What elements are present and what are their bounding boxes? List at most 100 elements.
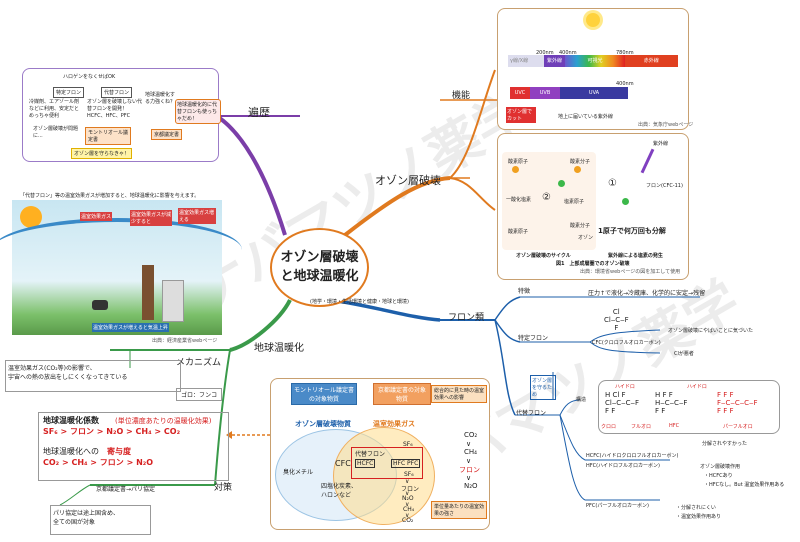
montreal-title: モントリオール議定書の対象物質 — [291, 383, 357, 405]
cfc-venn: CFC — [335, 459, 351, 468]
ladder-l-5: ∨ — [405, 501, 410, 508]
warming-question: 地球温暖化する力強くね？ — [145, 92, 176, 105]
hcfc-note: 分解されやすかった — [702, 441, 748, 447]
warming-illustration: 温室効果ガス 温室効果ガスが減少すると 温室効果ガス増える 温室効果ガスが増える… — [0, 200, 242, 335]
contrib-eq: CO₂ > CH₄ > フロン > N₂O — [43, 458, 154, 467]
bar-ir: 赤外線 — [624, 55, 678, 67]
structure-label: 構造 — [576, 397, 587, 403]
sf6-venn: SF₆ — [403, 441, 413, 448]
ghg-circle — [333, 427, 435, 525]
oxygen-icon — [512, 166, 519, 173]
ladder-l-4: N₂O — [402, 495, 414, 502]
paris-note2: 全ての国が対象 — [53, 519, 96, 526]
daitai-label: 代替フロン — [355, 451, 386, 458]
num-1: ① — [608, 178, 617, 189]
o2-mol-2: 酸素分子 — [570, 223, 591, 229]
hand-label: パーフルオロ — [723, 424, 753, 430]
ladder-l-6: CH₄ — [403, 506, 415, 513]
daitai-box — [351, 447, 423, 479]
bar-uvc: UVC — [510, 87, 530, 99]
hand-label: ハイドロ — [615, 384, 635, 390]
hand-label: クロロ — [601, 424, 617, 430]
ground-uv: 地上に届いている紫外線 — [558, 114, 613, 120]
cycle-caption: オゾン層破壊のサイクル — [516, 253, 571, 259]
o2-mol: 酸素分子 — [570, 159, 591, 165]
feature-text: 圧力↑で液化→冷蔵庫、化学的に安定→残留 — [588, 290, 706, 297]
cfc-label: フロン(CFC-11) — [646, 183, 683, 189]
alt-note: オゾン層を守るため — [530, 375, 556, 400]
ladder-r-4: フロン — [459, 466, 480, 474]
coef-sub: (単位濃度あたりの温暖化効果) — [115, 417, 212, 425]
pfc-line: PFC(パーフルオロカーボン) — [586, 503, 649, 509]
o-atom: 酸素原子 — [508, 159, 529, 165]
ladder-l-8: CO₂ — [402, 517, 414, 524]
paris-note1: パリ協定は途上国含め、 — [53, 510, 120, 517]
tick2-400: 400nm — [616, 81, 634, 87]
hcfc-line: HCFC(ハイドロクロロフルオロカーボン) — [586, 453, 679, 459]
kyoto-paris: 京都議定書→パリ協定 — [96, 486, 156, 493]
ghg-sub: 温室効果ガス — [373, 420, 415, 428]
halogen-box: ハロゲンをなくせばOK — [61, 72, 118, 81]
daitai-title: 代替フロン — [101, 87, 133, 98]
specific-note1: オゾン層破壊にやばいことに気づいた — [668, 328, 754, 334]
goro-box: ゴロ：フンコ — [176, 388, 223, 401]
building-icon — [162, 280, 184, 322]
warming-image-title: 「代替フロン」等の温室効果ガスが増加すると、地球温暖化に影響を与えます。 — [20, 193, 200, 199]
pfc-note: 地球温暖化的に代替フロンも使っちゃだめ！ — [175, 99, 221, 124]
venn-panel: モントリオール議定書の対象物質 京都議定書の対象物質 総合的に見た時の温室効果へ… — [270, 378, 490, 530]
cl-atom: 塩素原子 — [564, 199, 585, 205]
ladder-r-3: ∨ — [466, 457, 472, 465]
oxygen-icon — [574, 166, 581, 173]
hand-label: フルオロ — [631, 424, 652, 430]
img-label: 温室効果ガスが増えると気温上昇 — [92, 323, 169, 332]
coef-note: 総合的に見た時の温室効果への影響 — [431, 385, 487, 403]
tick-400: 400nm — [559, 50, 577, 56]
kyoto-title: 京都議定書の対象物質 — [373, 383, 431, 405]
ladder-l-1: ∨ — [405, 478, 410, 485]
history-panel: ハロゲンをなくせばOK 特定フロン 冷媒剤、エアゾール剤などに利用、安定だとめっ… — [22, 68, 221, 162]
daitai-desc: オゾン層を破壊しない代替フロンを開発！HCFC、HFC、PFC — [87, 99, 143, 119]
paris-box: パリ協定は途上国含め、 全ての国が対象 — [50, 505, 151, 535]
hcfc-yes: ・HCFCあり — [704, 473, 733, 479]
chlorine-icon — [558, 180, 565, 187]
functions-source: 出典：気象庁webページ — [638, 122, 694, 128]
uv-label: 紫外線 — [653, 141, 669, 147]
bromide: 臭化メチル — [283, 469, 314, 476]
handwritten-note: 1原子で何万回も分解 — [598, 227, 666, 235]
tokutei-title: 特定フロン — [53, 87, 85, 98]
factory-icon — [142, 265, 154, 320]
ozone: オゾン — [578, 235, 594, 241]
montreal-box: モントリオール議定書 — [85, 127, 131, 145]
ladder-r-2: CH₄ — [464, 448, 477, 456]
center-title-line2: と地球温暖化 — [280, 269, 359, 284]
warming-label: 地球温暖化 — [254, 343, 304, 354]
ladder-r-0: CO₂ — [464, 431, 478, 439]
bar-gamma: γ線/X線 — [508, 55, 544, 67]
warming-image-source: 出典：経済産業省webページ — [152, 338, 218, 344]
hfc-line: HFC(ハイドロフルオロカーボン) — [586, 463, 660, 469]
bar-visible: 可視光 — [565, 55, 625, 67]
specific-name: CFC(クロロフルオロカーボン) — [592, 340, 661, 346]
center-node: オゾン層破壊 と地球温暖化 — [270, 228, 369, 307]
bar-uvb: UVB — [530, 87, 560, 99]
sun-icon — [586, 13, 600, 27]
alt-label: 代替フロン — [516, 410, 547, 417]
hand-label: ハイドロ — [687, 384, 707, 390]
img-label: 温室効果ガス — [80, 212, 113, 221]
coef-eq: SF₆ > フロン > N₂O > CH₄ > CO₂ — [43, 427, 181, 436]
freon-label: フロン類 — [448, 313, 485, 323]
ladder-r-6: N₂O — [464, 482, 478, 490]
ladder-l-7: ∨ — [405, 512, 410, 519]
tick-780: 780nm — [616, 50, 634, 56]
hfc-pfc-venn: HFC PFC — [391, 459, 421, 468]
figure-caption: 図1 上部成層圏でのオゾン破壊 — [556, 261, 630, 267]
contrib-title2: 寄与度 — [107, 447, 131, 456]
ccl4: 四塩化炭素、ハロンなど — [321, 483, 358, 499]
functions-panel: 200nm 400nm 780nm γ線/X線 紫外線 可視光 赤外線 400n… — [497, 8, 693, 130]
figure-source: 出典：環境省webページの図を加工して使用 — [580, 269, 681, 275]
sun-icon — [20, 206, 42, 228]
feature-label: 特徴 — [518, 288, 531, 295]
